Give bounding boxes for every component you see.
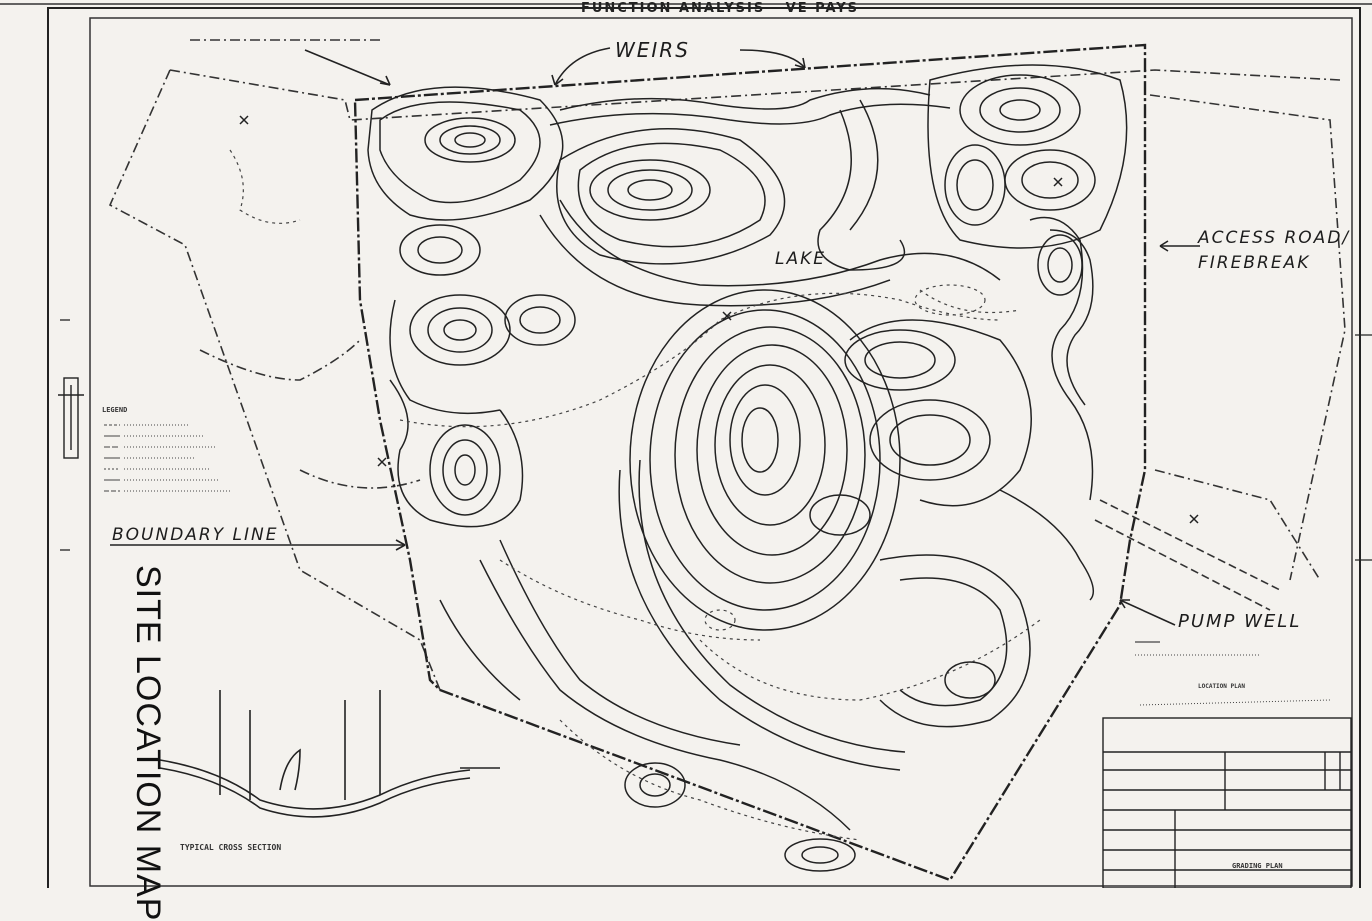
site-boundary-polygon (353, 43, 1147, 882)
weirs-label: WEIRS (615, 38, 690, 62)
contour-lines (367, 64, 1128, 872)
sheet-border (47, 7, 1361, 888)
access-road (1094, 499, 1281, 611)
edge-tick-marks (60, 319, 1372, 561)
north-arrow-icon (58, 377, 84, 459)
inner-border (89, 17, 1353, 887)
lake-label: LAKE (775, 249, 826, 269)
map-drawing: FUNCTION ANALYSIS - VE PAYS (0, 1, 1372, 888)
access-road-label: ACCESS ROAD/ (1197, 228, 1350, 248)
firebreak-label: FIREBREAK (1198, 253, 1310, 273)
legend-block: LEGEND (102, 406, 230, 492)
boundary-dashes (108, 39, 1346, 691)
legend-entries (104, 424, 230, 492)
cross-section-drawing (159, 690, 500, 818)
location-plan-notes: LOCATION PLAN (1135, 641, 1331, 706)
boundary-line-label: BOUNDARY LINE (112, 525, 278, 545)
legend-title: LEGEND (102, 406, 127, 414)
dotted-contours (229, 149, 1041, 841)
cross-section-title: TYPICAL CROSS SECTION (180, 843, 281, 852)
site-location-map-title: SITE LOCATION MAP (129, 565, 167, 921)
leader-arrows (110, 47, 1200, 626)
spot-marks (239, 115, 1199, 524)
header-title: FUNCTION ANALYSIS - VE PAYS (581, 1, 859, 16)
title-block (1102, 717, 1352, 888)
location-plan-title: LOCATION PLAN (1198, 683, 1245, 690)
grading-plan-title: GRADING PLAN (1232, 862, 1283, 870)
pump-well-label: PUMP WELL (1178, 611, 1301, 632)
